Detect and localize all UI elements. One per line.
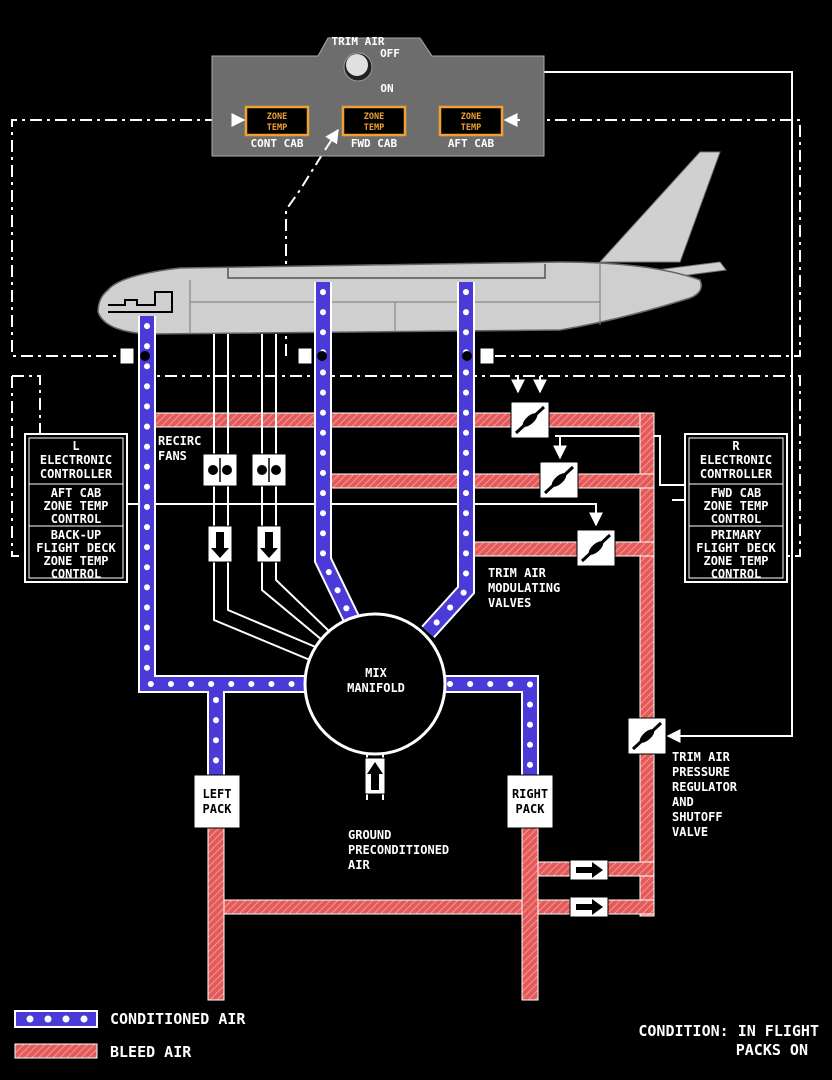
diagram-labels: RECIRC FANS TRIM AIR MODULATING VALVES T… (158, 434, 738, 872)
recirc-check-right (256, 525, 282, 563)
left-pack-label-2: PACK (203, 802, 233, 816)
legend-conditioned-swatch (14, 1010, 98, 1028)
rc-s1-2: ZONE TEMP (703, 499, 768, 513)
rc-header-2: ELECTRONIC (700, 453, 772, 467)
trim-mod-label-1: TRIM AIR (488, 566, 547, 580)
mix-manifold: MIX MANIFOLD (303, 612, 447, 756)
trim-press-label-6: VALVE (672, 825, 708, 839)
conditioned-air-ducts (138, 282, 539, 778)
right-pack-label-1: RIGHT (512, 787, 548, 801)
zone-temp-aft-cab[interactable]: ZONE TEMP (438, 105, 504, 137)
lc-s1-3: CONTROL (51, 512, 102, 526)
ground-air-inlet (364, 754, 386, 800)
ground-air-label-1: GROUND (348, 828, 391, 842)
left-electronic-controller: L ELECTRONIC CONTROLLER AFT CAB ZONE TEM… (24, 433, 128, 583)
lc-header-2: ELECTRONIC (40, 453, 112, 467)
zone-temp-line2: TEMP (267, 123, 287, 133)
mix-manifold-label-1: MIX (365, 666, 387, 680)
zone-temp-cont-cab[interactable]: ZONE TEMP (244, 105, 310, 137)
rc-s1-3: CONTROL (711, 512, 762, 526)
lc-header-3: CONTROLLER (40, 467, 113, 481)
recirc-fans-label-1: RECIRC (158, 434, 201, 448)
zone-aft-cab-label: AFT CAB (448, 137, 495, 150)
rc-s2-1: PRIMARY (711, 528, 762, 542)
left-pack-label-1: LEFT (203, 787, 232, 801)
left-pack: LEFT PACK (193, 774, 241, 829)
zone-temp-line1: ZONE (461, 112, 481, 122)
lc-s2-2: FLIGHT DECK (36, 541, 116, 555)
right-electronic-controller: R ELECTRONIC CONTROLLER FWD CAB ZONE TEM… (684, 433, 788, 583)
trim-air-switch[interactable] (343, 52, 373, 82)
zone-temp-line2: TEMP (364, 123, 384, 133)
legend-bleed-label: BLEED AIR (110, 1043, 192, 1061)
condition-line-2: PACKS ON (736, 1041, 808, 1059)
switch-off-label: OFF (380, 47, 400, 60)
ground-air-label-3: AIR (348, 858, 370, 872)
panel-title: TRIM AIR (332, 35, 385, 48)
rc-s2-3: ZONE TEMP (703, 554, 768, 568)
legend-conditioned-label: CONDITIONED AIR (110, 1010, 246, 1028)
mix-manifold-label-2: MANIFOLD (347, 681, 405, 695)
trim-air-valve-fwd (539, 461, 579, 499)
condition-note: CONDITION: IN FLIGHT PACKS ON (638, 1022, 819, 1059)
lc-s2-3: ZONE TEMP (43, 554, 108, 568)
rc-header-1: R (732, 439, 740, 453)
airplane (97, 151, 727, 335)
trim-air-pressure-valve (627, 717, 667, 755)
trim-press-label-3: REGULATOR (672, 780, 738, 794)
switch-on-label: ON (380, 82, 393, 95)
trim-press-label-4: AND (672, 795, 694, 809)
rc-header-3: CONTROLLER (700, 467, 773, 481)
bleed-check-valve-lower (569, 896, 609, 918)
trim-press-label-1: TRIM AIR (672, 750, 731, 764)
trim-air-valve-cont (576, 529, 616, 567)
zone-temp-line2: TEMP (461, 123, 481, 133)
recirc-fan-right (251, 453, 287, 487)
zone-temp-line1: ZONE (267, 112, 287, 122)
lc-s1-1: AFT CAB (51, 486, 102, 500)
right-pack-label-2: PACK (516, 802, 546, 816)
condition-line-1: CONDITION: IN FLIGHT (638, 1022, 819, 1040)
lc-s1-2: ZONE TEMP (43, 499, 108, 513)
temp-sensors (119, 347, 495, 365)
trim-mod-label-3: VALVES (488, 596, 531, 610)
trim-mod-label-2: MODULATING (488, 581, 560, 595)
trim-air-panel: TRIM AIR OFF ON ZONE TEMP ZONE TEMP ZONE… (211, 35, 545, 157)
legend: CONDITIONED AIR BLEED AIR (14, 1010, 246, 1061)
lc-s2-1: BACK-UP (51, 528, 102, 542)
recirc-ducts (213, 334, 331, 661)
zone-temp-line1: ZONE (364, 112, 384, 122)
zone-temp-fwd-cab[interactable]: ZONE TEMP (341, 105, 407, 137)
lc-s2-4: CONTROL (51, 567, 102, 581)
rc-s1-1: FWD CAB (711, 486, 762, 500)
recirc-fan-left (202, 453, 238, 487)
rc-s2-2: FLIGHT DECK (696, 541, 776, 555)
ground-air-label-2: PRECONDITIONED (348, 843, 449, 857)
trim-press-label-5: SHUTOFF (672, 810, 723, 824)
zone-fwd-cab-label: FWD CAB (351, 137, 398, 150)
recirc-check-left (207, 525, 233, 563)
lc-header-1: L (72, 439, 79, 453)
trim-press-label-2: PRESSURE (672, 765, 730, 779)
zone-cont-cab-label: CONT CAB (251, 137, 304, 150)
recirc-fans-label-2: FANS (158, 449, 187, 463)
legend-bleed-swatch (14, 1043, 98, 1059)
right-pack: RIGHT PACK (506, 774, 554, 829)
rc-s2-4: CONTROL (711, 567, 762, 581)
bleed-check-valve-upper (569, 859, 609, 881)
trim-air-valve-aft (510, 401, 550, 439)
